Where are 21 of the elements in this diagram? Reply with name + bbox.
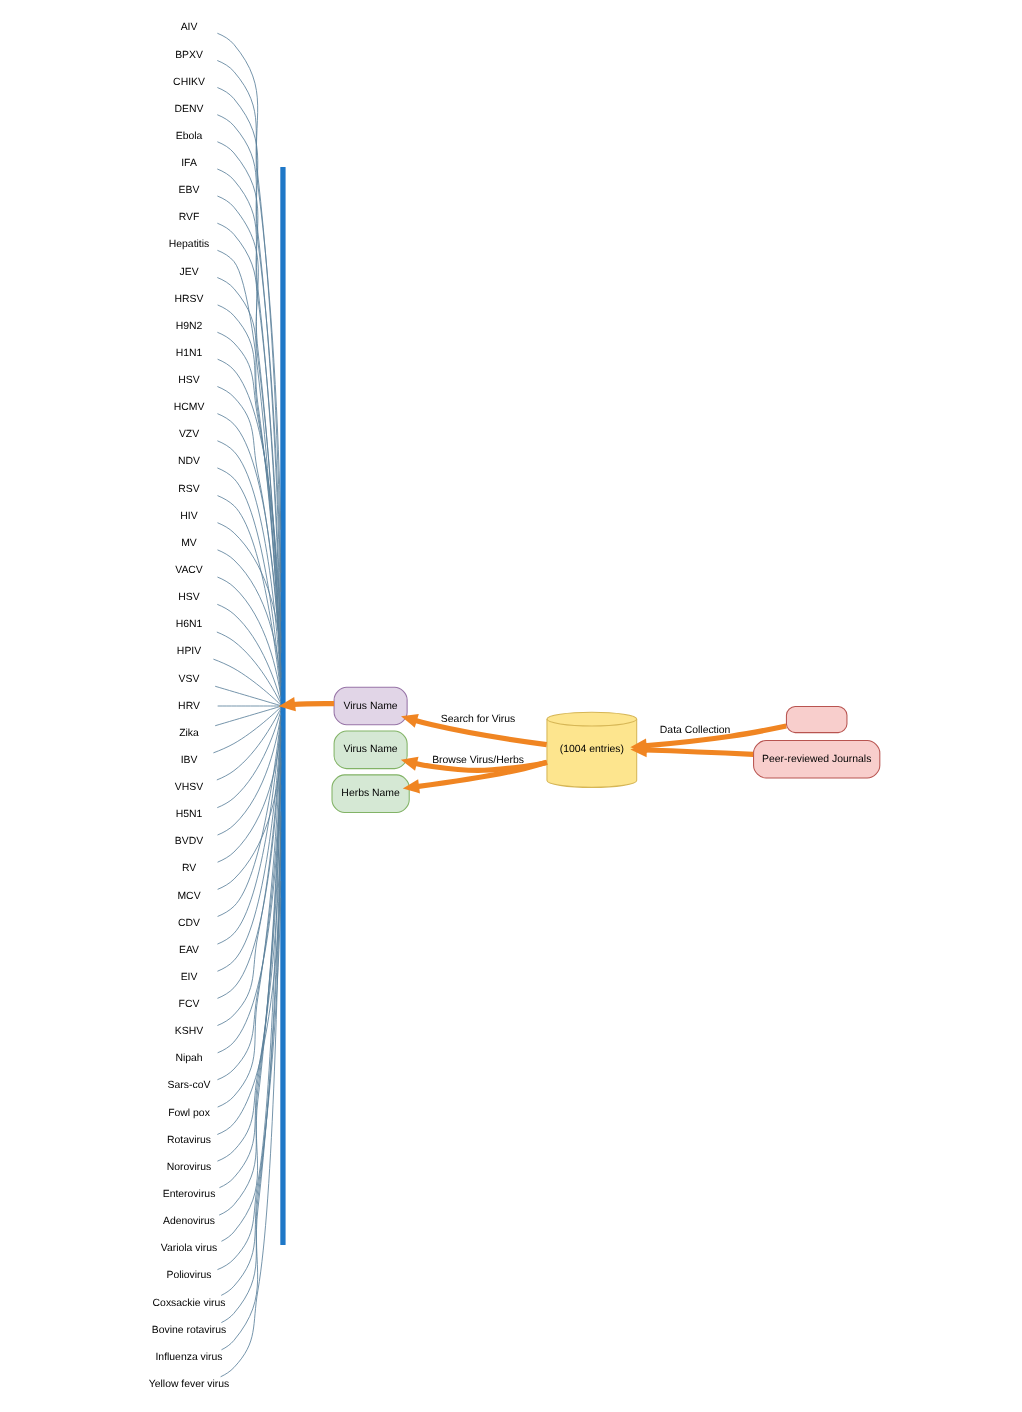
arrow	[400, 713, 547, 748]
connector	[216, 714, 281, 836]
connector	[215, 631, 281, 705]
connector	[219, 897, 281, 1296]
connector	[215, 603, 281, 702]
arrow	[399, 756, 547, 774]
arrow	[401, 759, 547, 794]
connector	[215, 710, 281, 809]
arrow	[629, 742, 753, 758]
connector	[212, 706, 281, 754]
connector	[216, 576, 281, 698]
node-bar	[279, 167, 285, 1245]
connector	[216, 522, 281, 651]
connector	[213, 706, 280, 727]
connector	[213, 685, 280, 706]
connector	[216, 705, 280, 707]
connector	[216, 549, 281, 684]
arrow	[277, 697, 334, 712]
node-box	[784, 706, 847, 734]
connector	[215, 707, 281, 781]
connector	[212, 658, 281, 706]
